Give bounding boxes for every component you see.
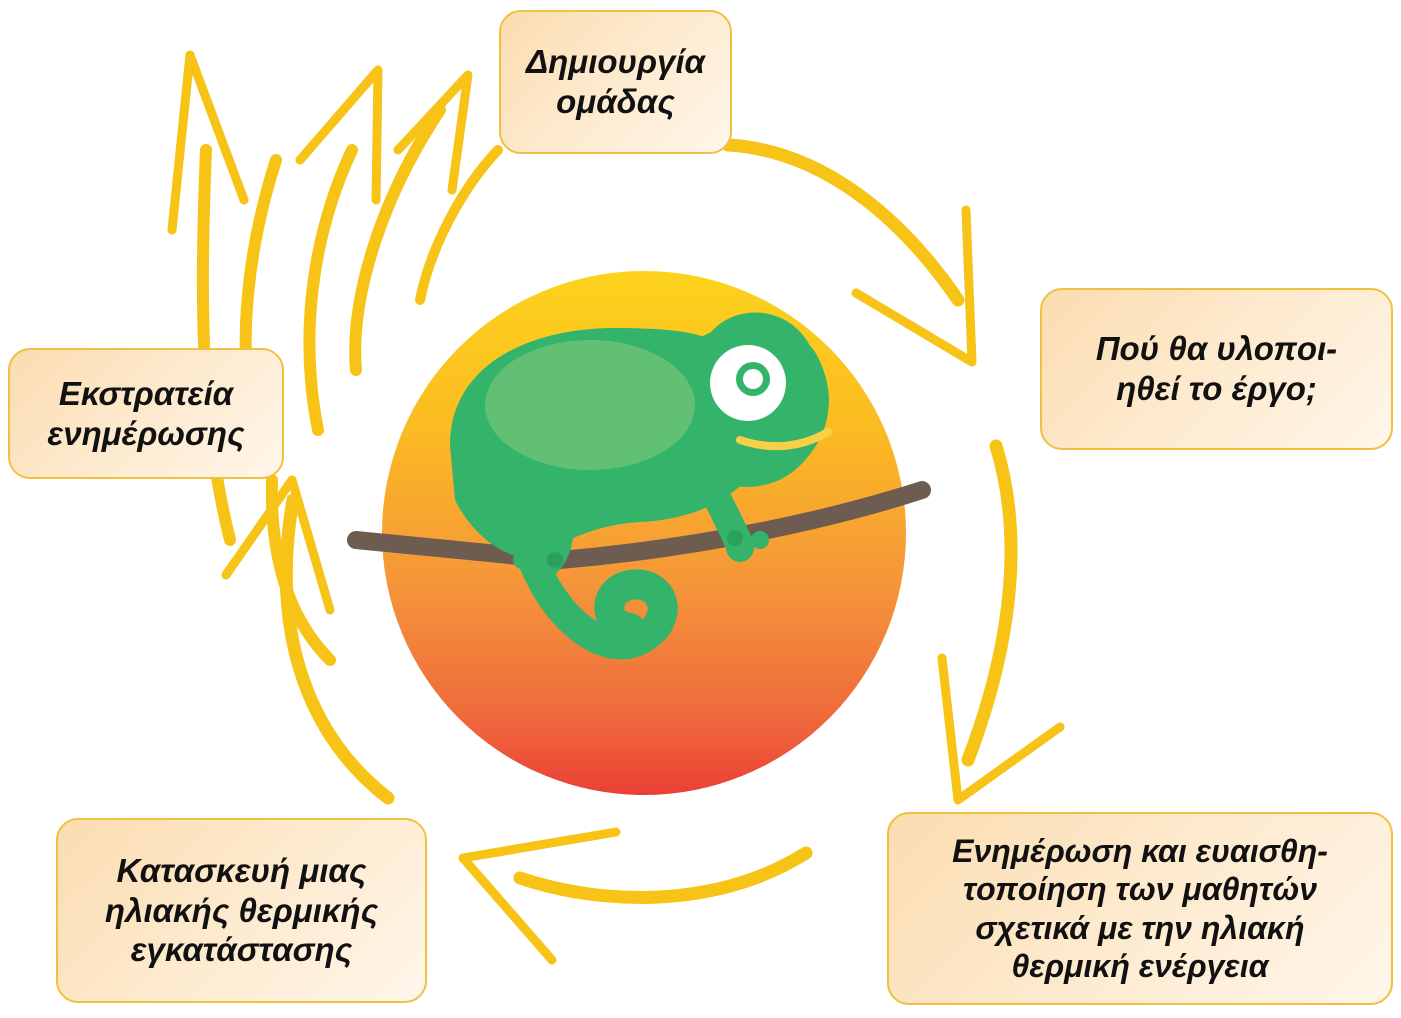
step-box-student-awareness: Ενημέρωση και ευαισθη- τοποίηση των μαθη… <box>887 812 1393 1005</box>
step-box-project-location: Πού θα υλοποι- ηθεί το έργο; <box>1040 288 1393 450</box>
cycle-arrow-bottom <box>463 832 806 960</box>
step-box-solar-installation: Κατασκευή μιας ηλιακής θερμικής εγκατάστ… <box>56 818 427 1003</box>
cycle-arrow-right <box>942 446 1060 800</box>
step-box-awareness-campaign: Εκστρατεία ενημέρωσης <box>8 348 284 479</box>
step-box-team-creation: Δημιουργία ομάδας <box>499 10 732 154</box>
